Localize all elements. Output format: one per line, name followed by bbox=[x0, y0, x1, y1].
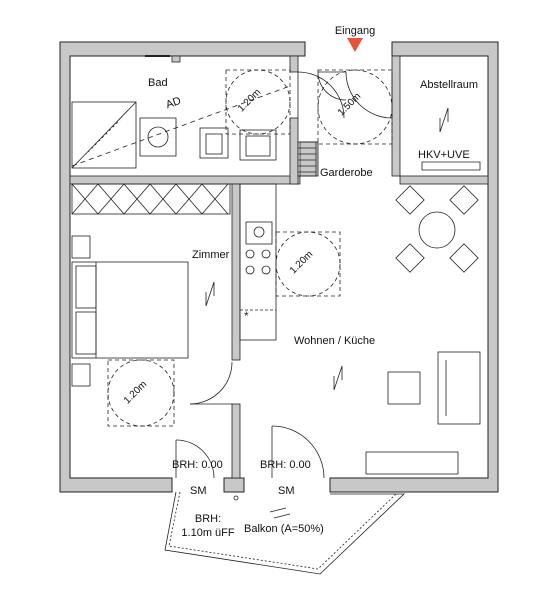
kitchen-counter: * bbox=[239, 183, 277, 341]
room-label-balcony: Balkon (A=50%) bbox=[244, 523, 324, 535]
balcony-sill-height-line1: BRH: bbox=[194, 513, 222, 525]
threshold-label: SM bbox=[190, 485, 207, 497]
exterior-walls bbox=[59, 41, 499, 493]
svg-text:*: * bbox=[244, 309, 249, 323]
bedroom-furniture bbox=[71, 235, 189, 387]
living-furniture bbox=[365, 185, 481, 475]
balcony-outline bbox=[164, 491, 405, 575]
wardrobe-units bbox=[71, 141, 317, 215]
turning-circle-areas bbox=[107, 69, 393, 427]
interior-walls bbox=[69, 55, 489, 479]
room-label-bath: Bad bbox=[148, 77, 168, 89]
room-label-storage: Abstellraum bbox=[420, 79, 479, 91]
storage-meter-label: HKV+UVE bbox=[418, 149, 470, 161]
room-label-living: Wohnen / Küche bbox=[294, 335, 376, 347]
entrance-label: Eingang bbox=[334, 25, 376, 37]
balcony-sill-height-line2: 1.10m üFF bbox=[181, 527, 235, 539]
direction-glyphs bbox=[205, 107, 449, 519]
door-swings bbox=[175, 71, 481, 479]
sill-height-left-door: BRH: 0.00 bbox=[172, 459, 223, 471]
bathroom-fixtures bbox=[71, 55, 291, 169]
entrance-marker bbox=[347, 38, 363, 52]
room-label-wardrobe: Garderobe bbox=[320, 167, 373, 179]
room-label-bedroom: Zimmer bbox=[192, 249, 230, 261]
sill-height-right-door: BRH: 0.00 bbox=[260, 459, 311, 471]
threshold-label: SM bbox=[278, 485, 295, 497]
